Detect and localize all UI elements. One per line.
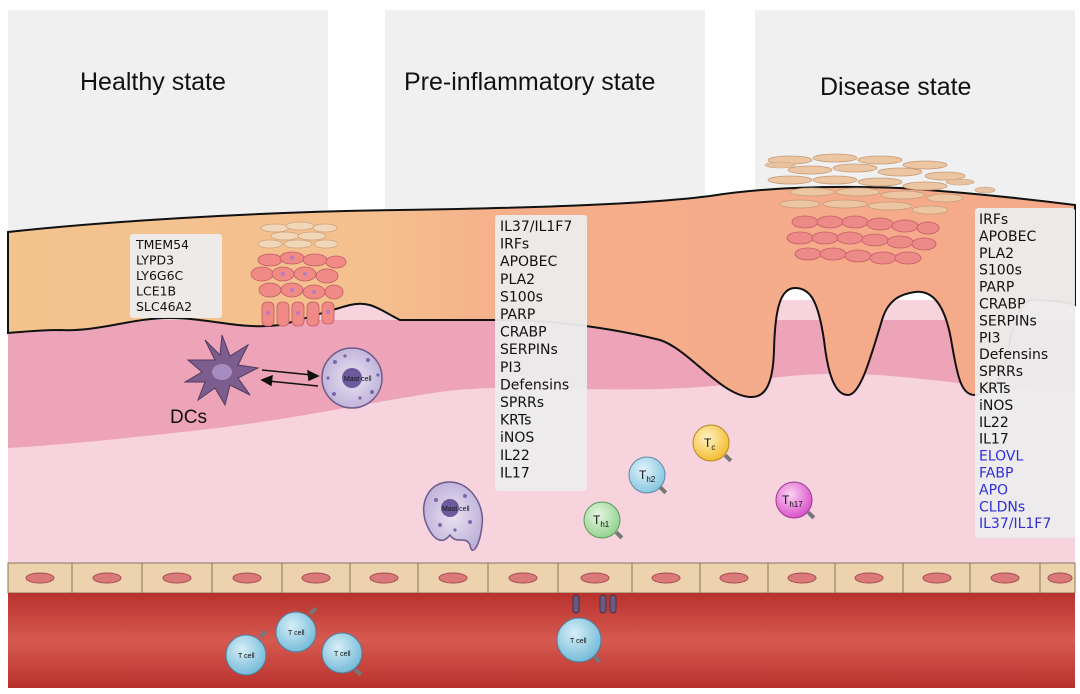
header-healthy: Healthy state <box>80 68 226 96</box>
gene-label: PLA2 <box>500 272 535 288</box>
t-cell-vessel-4: T cell <box>556 617 602 664</box>
gene-label: KRTs <box>979 381 1010 397</box>
th1-cell: Th1 <box>583 501 624 540</box>
gene-label: iNOS <box>500 430 534 446</box>
t-cell-vessel-3-label: T cell <box>334 651 351 658</box>
th2-label: Th2 <box>639 468 656 484</box>
th2-cell: Th2 <box>628 456 668 495</box>
keratinocyte-cluster-disease <box>767 153 966 265</box>
th1-label: Th1 <box>593 513 610 529</box>
gene-label: LCE1B <box>136 284 176 299</box>
gene-label: LY6G6C <box>136 268 184 283</box>
t-cell-vessel-2: T cell <box>275 606 318 653</box>
gene-label: CRABP <box>979 297 1026 313</box>
mast-cell-2: Mast cell <box>423 481 484 551</box>
gene-label: SLC46A2 <box>136 299 192 314</box>
disease-genes-box <box>975 208 1075 538</box>
t-cell-vessel-1-label: T cell <box>238 653 255 660</box>
t-cell-vessel-4-label: T cell <box>570 638 587 645</box>
gene-label: IL22 <box>500 448 530 464</box>
disease-genes-list: IRFsAPOBECPLA2S100sPARPCRABPSERPINsPI3De… <box>979 212 1051 532</box>
gene-label-highlighted: FABP <box>979 466 1013 482</box>
mast-cell-1: Mast cell <box>321 347 383 409</box>
gene-label: IRFs <box>500 237 529 253</box>
th17-label: Th17 <box>782 493 803 509</box>
scale-flakes <box>764 161 996 194</box>
gene-label: APOBEC <box>979 229 1036 245</box>
gene-label: LYPD3 <box>136 253 174 268</box>
gene-label: TMEM54 <box>135 237 189 252</box>
gene-label: SPRRs <box>979 364 1023 380</box>
gene-label-highlighted: ELOVL <box>979 449 1023 465</box>
endothelium <box>7 562 1076 594</box>
gene-label: PARP <box>500 307 535 323</box>
gene-label: PI3 <box>500 360 521 376</box>
dendritic-cell <box>183 334 260 407</box>
pre-genes-box <box>495 215 587 491</box>
gene-label: IL22 <box>979 415 1009 431</box>
gene-label-highlighted: APO <box>979 482 1008 498</box>
header-disease: Disease state <box>820 73 971 101</box>
dcs-label: DCs <box>170 407 207 428</box>
gene-label: CRABP <box>500 325 547 341</box>
gene-label: IL17 <box>500 465 530 481</box>
gene-label: APOBEC <box>500 254 557 270</box>
adhesion-molecules <box>572 594 617 614</box>
gene-label: IRFs <box>979 212 1008 228</box>
gene-label: PARP <box>979 280 1014 296</box>
gene-label: IL17 <box>979 432 1009 448</box>
gene-label: PI3 <box>979 330 1000 346</box>
gene-label-highlighted: CLDNs <box>979 499 1025 515</box>
gene-label: iNOS <box>979 398 1013 414</box>
gene-label: SPRRs <box>500 395 544 411</box>
healthy-genes-box <box>130 234 222 318</box>
gene-label-highlighted: IL37/IL1F7 <box>979 516 1051 532</box>
arrows-dc-mast <box>260 369 320 387</box>
panel-healthy <box>8 10 328 240</box>
gene-label: Defensins <box>500 377 569 393</box>
tc-label: Tc <box>704 436 715 452</box>
gene-label: IL37/IL1F7 <box>500 219 572 235</box>
t-cell-vessel-3: T cell <box>321 632 363 677</box>
gene-label: S100s <box>979 263 1022 279</box>
th17-cell: Th17 <box>775 481 816 520</box>
mast-cell-1-label: Mast cell <box>344 376 372 383</box>
mast-cell-2-label: Mast cell <box>442 506 470 513</box>
gene-label: S100s <box>500 289 543 305</box>
t-cell-vessel-1: T cell <box>225 629 268 676</box>
keratinocyte-cluster-healthy <box>250 221 347 327</box>
gene-label: SERPINs <box>979 313 1037 329</box>
tc-cell: Tc <box>692 424 733 463</box>
header-pre: Pre-inflammatory state <box>404 68 655 96</box>
t-cell-vessel-2-label: T cell <box>288 630 305 637</box>
gene-label: SERPINs <box>500 342 558 358</box>
blood-vessel <box>8 593 1075 688</box>
gene-label: Defensins <box>979 347 1048 363</box>
gene-label: PLA2 <box>979 246 1014 262</box>
gene-label: KRTs <box>500 413 531 429</box>
